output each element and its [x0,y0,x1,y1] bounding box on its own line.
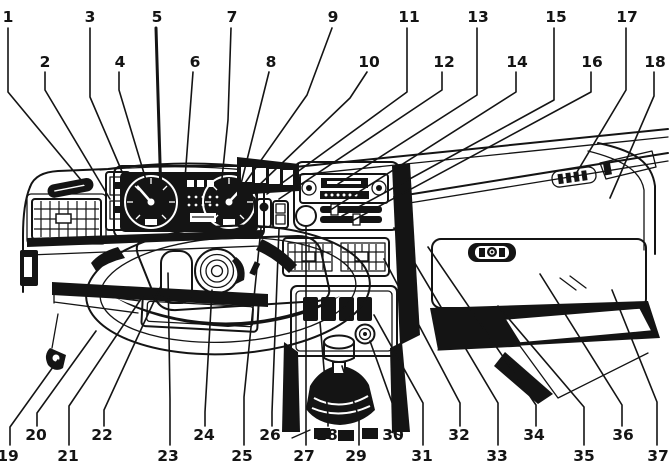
callout-3-number: 3 [85,8,96,26]
callout-35-number: 35 [573,447,595,465]
callout-1-number: 1 [3,8,14,26]
callout-36-number: 36 [612,426,634,444]
callout-30-leader [369,340,395,427]
callout-8-number: 8 [266,53,277,71]
callout-5-leader [154,26,163,198]
dash-right-end-cap [587,142,656,255]
glovebox [431,238,647,309]
gear-shifter [291,334,403,441]
glovebox-lock [468,243,516,262]
callout-3-leader [89,27,127,182]
callout-18-leader [609,71,655,199]
under-glovebox-shelf [430,301,660,404]
stack-shadow-band [392,163,420,345]
side-demister-vent [47,178,94,198]
callout-9-leader [244,27,333,184]
callout-25-leader [243,227,262,446]
callout-11-leader [266,27,408,195]
callout-22-leader [103,285,162,427]
callout-4-leader [118,71,150,191]
callout-20-leader [36,330,97,427]
callout-15-number: 15 [545,8,567,26]
callout-31-leader [373,314,424,446]
callout-12-leader [278,71,443,200]
callout-29-leader [341,365,360,446]
hood-release-lever [45,313,66,370]
callout-36-leader [539,273,623,427]
callout-10-number: 10 [358,53,380,71]
callout-4-number: 4 [115,53,126,71]
callout-29-number: 29 [345,447,367,465]
callout-2-number: 2 [40,53,51,71]
callout-19-leader [9,359,59,446]
callout-8-leader [237,71,270,197]
callout-23-number: 23 [157,447,179,465]
callout-28-number: 28 [316,426,338,444]
callout-34-leader [427,246,537,427]
callout-32-number: 32 [448,426,470,444]
callout-16-leader [349,71,592,223]
radio [299,173,389,204]
callout-17-number: 17 [616,8,638,26]
callout-25-number: 25 [231,447,253,465]
speedometer [124,175,178,229]
callout-7-number: 7 [227,8,238,26]
callout-22-number: 22 [91,426,113,444]
callout-28-leader [319,321,329,427]
callout-33-leader [393,227,499,446]
callout-15-leader [341,27,555,217]
callout-19-number: 19 [0,447,19,465]
callout-18-number: 18 [644,53,666,71]
callout-16-number: 16 [581,53,603,71]
callout-26-leader [271,228,280,427]
callout-37-leader [611,289,658,446]
horn-button [194,248,245,294]
heater-controls [295,203,382,227]
callout-33-number: 33 [486,447,508,465]
callout-10-leader [254,71,368,190]
callout-32-leader [383,258,461,427]
callout-27-number: 27 [293,447,315,465]
callout-13-number: 13 [467,8,489,26]
callout-37-number: 37 [647,447,669,465]
center-air-vents [282,237,390,277]
callout-2-leader [44,71,111,200]
callout-17-leader [573,27,627,178]
callout-24-leader [204,289,213,427]
callout-24-number: 24 [193,426,215,444]
steering-wheel [85,224,371,356]
callout-21-number: 21 [57,447,79,465]
callout-31-number: 31 [411,447,433,465]
column-stalks [91,239,297,276]
callout-layer: 1234567891011121314151617181920212223242… [0,8,669,465]
left-underdash [20,230,268,370]
callout-11-number: 11 [398,8,420,26]
callout-13-leader [337,27,478,185]
callout-7-leader [220,27,232,189]
cigarette-lighter [354,323,376,345]
warning-light-cluster [187,180,219,222]
callout-20-number: 20 [25,426,47,444]
callout-12-number: 12 [433,53,455,71]
callout-14-leader [331,71,517,210]
callout-23-leader [167,272,171,446]
callout-9-number: 9 [328,8,339,26]
callout-5-number: 5 [152,8,163,26]
callout-34-number: 34 [523,426,545,444]
lower-console [282,285,410,432]
callout-14-number: 14 [506,53,528,71]
callout-35-leader [497,305,585,446]
callout-30-number: 30 [382,426,404,444]
callout-1-leader [7,27,87,187]
callout-6-number: 6 [190,53,201,71]
callout-21-leader [68,298,142,446]
callout-6-leader [183,71,194,193]
callout-26-number: 26 [259,426,281,444]
